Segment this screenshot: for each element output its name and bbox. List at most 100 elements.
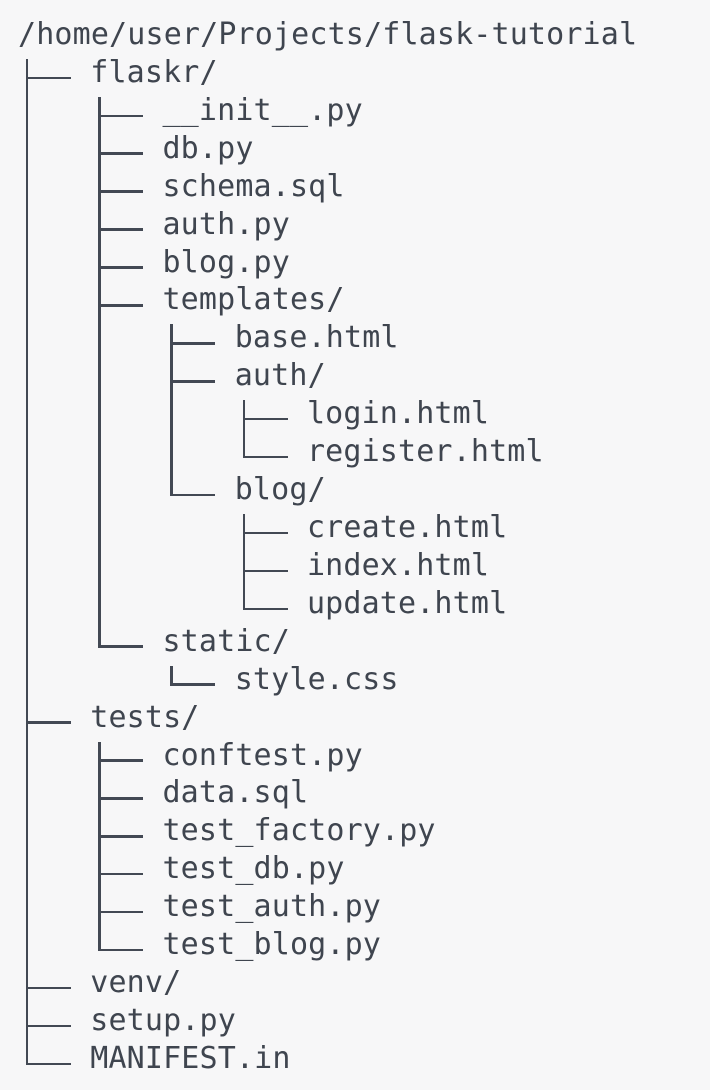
tree-item-label: venv/ bbox=[90, 965, 182, 1001]
tree-line-vertical bbox=[25, 172, 29, 211]
tree-line-vertical bbox=[98, 324, 101, 363]
tree-row: test_db.py bbox=[0, 851, 710, 894]
tree-branch-line bbox=[170, 493, 216, 497]
tree-branch-line bbox=[98, 759, 144, 762]
tree-branch-line bbox=[98, 152, 144, 155]
tree-line-vertical bbox=[98, 400, 101, 439]
tree-line-vertical bbox=[170, 438, 173, 477]
tree-branch-line bbox=[25, 1024, 71, 1028]
tree-row: create.html bbox=[0, 510, 710, 552]
tree-branch-line bbox=[98, 190, 144, 193]
tree-line-vertical bbox=[98, 438, 101, 477]
tree-item-label: db.py bbox=[162, 130, 254, 166]
tree-line-vertical bbox=[25, 286, 29, 325]
tree-row: blog.py bbox=[0, 245, 710, 287]
tree-row: schema.sql bbox=[0, 169, 710, 211]
tree-row: auth/ bbox=[0, 358, 710, 401]
tree-row: test_factory.py bbox=[0, 813, 710, 856]
tree-item-label: static/ bbox=[162, 623, 290, 659]
tree-line-vertical bbox=[170, 665, 173, 686]
tree-line-vertical bbox=[25, 741, 29, 780]
tree-branch-line bbox=[98, 835, 144, 838]
tree-item-label: auth/ bbox=[234, 358, 326, 394]
tree-item-label: style.css bbox=[234, 661, 399, 697]
tree-item-label: create.html bbox=[306, 509, 508, 545]
tree-row: base.html bbox=[0, 320, 710, 363]
tree-line-vertical bbox=[25, 893, 29, 932]
tree-line-vertical bbox=[25, 96, 29, 135]
tree-row: blog/ bbox=[0, 472, 710, 514]
tree-line-vertical bbox=[98, 627, 101, 648]
tree-line-vertical bbox=[25, 855, 29, 894]
tree-item-label: auth.py bbox=[162, 206, 290, 242]
tree-line-vertical bbox=[25, 779, 29, 818]
tree-line-vertical bbox=[25, 210, 29, 249]
tree-branch-line bbox=[98, 304, 144, 307]
tree-branch-line bbox=[25, 1062, 71, 1066]
tree-branch-line bbox=[242, 531, 288, 535]
tree-branch-line bbox=[98, 910, 144, 914]
tree-branch-line bbox=[170, 380, 216, 383]
tree-branch-line bbox=[170, 342, 216, 345]
tree-branch-line bbox=[98, 797, 144, 800]
tree-row: data.sql bbox=[0, 775, 710, 818]
tree-row: setup.py bbox=[0, 1003, 710, 1045]
tree-branch-line bbox=[242, 455, 288, 459]
tree-line-vertical bbox=[98, 551, 101, 590]
tree-line-vertical bbox=[25, 438, 29, 477]
tree-line-vertical bbox=[25, 248, 29, 287]
tree-branch-line bbox=[170, 683, 216, 686]
tree-branch-line bbox=[98, 114, 144, 118]
tree-line-vertical bbox=[25, 513, 29, 552]
tree-line-vertical bbox=[25, 476, 29, 514]
tree-item-label: schema.sql bbox=[162, 168, 345, 204]
tree-line-vertical bbox=[242, 438, 246, 459]
tree-item-label: conftest.py bbox=[162, 737, 363, 773]
tree-item-label: data.sql bbox=[162, 775, 309, 811]
tree-item-label: blog.py bbox=[162, 244, 290, 280]
tree-branch-line bbox=[98, 948, 144, 952]
tree-row: db.py bbox=[0, 131, 710, 173]
tree-row: templates/ bbox=[0, 282, 710, 325]
tree-line-vertical bbox=[25, 817, 29, 856]
tree-branch-line bbox=[98, 266, 144, 269]
tree-item-label: test_db.py bbox=[162, 851, 345, 887]
tree-branch-line bbox=[242, 569, 288, 573]
tree-item-label: test_auth.py bbox=[162, 889, 382, 925]
tree-row: tests/ bbox=[0, 700, 710, 742]
tree-line-vertical bbox=[25, 627, 29, 666]
tree-item-label: __init__.py bbox=[162, 92, 363, 128]
tree-row: __init__.py bbox=[0, 93, 710, 135]
tree-line-vertical bbox=[98, 589, 101, 628]
tree-row: test_auth.py bbox=[0, 889, 710, 932]
tree-line-vertical bbox=[98, 362, 101, 401]
tree-item-label: register.html bbox=[306, 434, 544, 470]
tree-line-vertical bbox=[170, 400, 173, 439]
tree-item-label: blog/ bbox=[234, 472, 326, 508]
tree-row: index.html bbox=[0, 548, 710, 590]
tree-item-label: MANIFEST.in bbox=[90, 1040, 291, 1076]
tree-row: venv/ bbox=[0, 965, 710, 1007]
tree-line-vertical bbox=[25, 665, 29, 704]
tree-line-vertical bbox=[25, 362, 29, 401]
tree-item-label: tests/ bbox=[90, 699, 200, 735]
tree-branch-line bbox=[98, 872, 144, 876]
tree-branch-line bbox=[25, 721, 71, 724]
tree-line-vertical bbox=[25, 1044, 29, 1066]
tree-line-vertical bbox=[25, 400, 29, 439]
tree-item-label: test_factory.py bbox=[162, 813, 436, 849]
tree-line-vertical bbox=[25, 324, 29, 363]
tree-item-label: templates/ bbox=[162, 282, 345, 318]
tree-row: test_blog.py bbox=[0, 927, 710, 970]
tree-line-vertical bbox=[98, 513, 101, 552]
tree-branch-line bbox=[242, 417, 288, 421]
tree-line-vertical bbox=[98, 476, 101, 514]
tree-row: MANIFEST.in bbox=[0, 1041, 710, 1083]
tree-row: register.html bbox=[0, 434, 710, 477]
tree-row: flaskr/ bbox=[0, 55, 710, 97]
tree-line-vertical bbox=[170, 476, 173, 497]
tree-line-vertical bbox=[25, 931, 29, 970]
tree-item-label: base.html bbox=[234, 320, 399, 356]
